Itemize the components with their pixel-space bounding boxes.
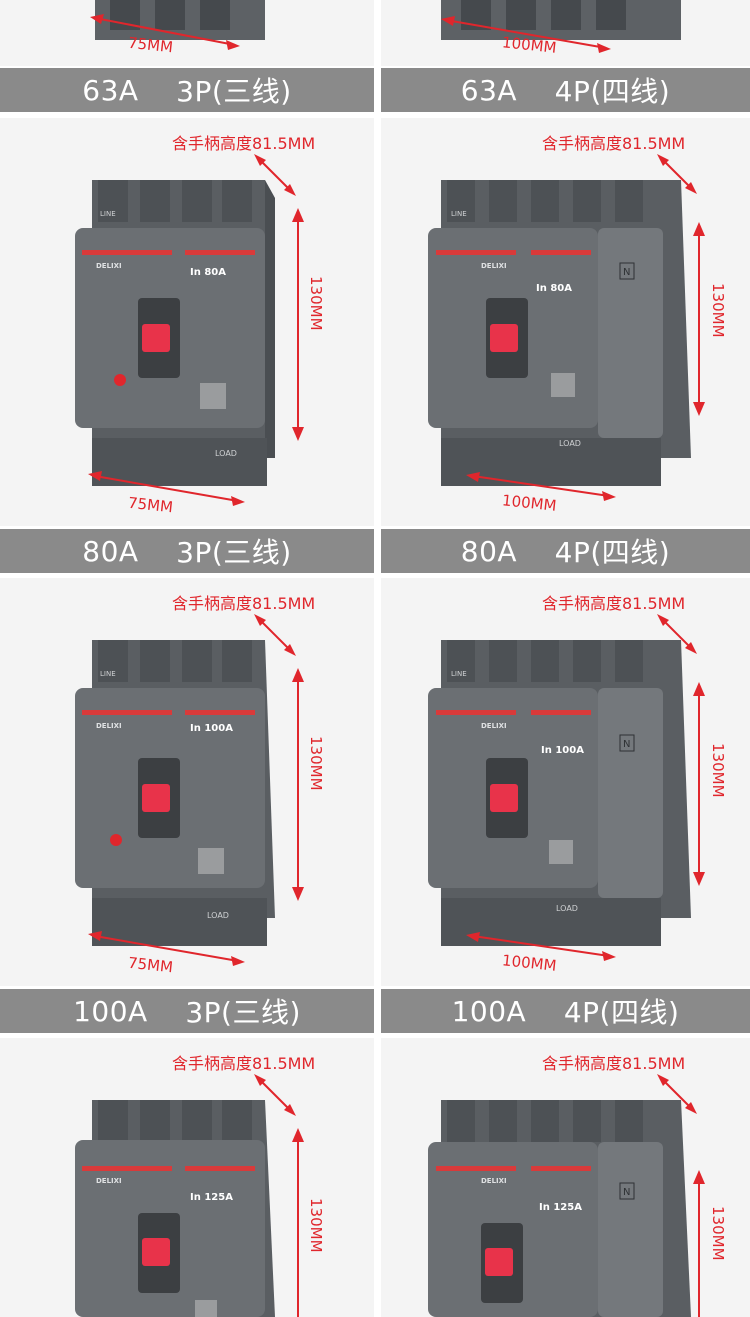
rating-label: 100A [451,994,527,1028]
load-label: LOAD [556,904,578,913]
depth-label: 130MM [709,743,727,798]
face-rating: In 80A [536,283,572,294]
depth-label: 130MM [307,1198,325,1253]
product-cell-80a-4p: N LINE LOAD DELIXI In 80A 含手柄高度81.5MM 13… [381,118,750,526]
face-rating: In 100A [190,723,233,734]
height-with-handle-label: 含手柄高度81.5MM [542,134,686,153]
rating-label: 63A [460,73,518,107]
rating-label: 100A [73,994,148,1028]
brand-label: DELIXI [481,722,507,730]
brand-label: DELIXI [96,262,122,270]
breaker-3p-image: DELIXI In 125A [75,1074,304,1317]
brand-label: DELIXI [481,1177,507,1185]
neutral-pole-icon: N [623,739,630,750]
rating-label: 63A [82,73,139,107]
neutral-pole-icon: N [623,267,630,278]
height-with-handle-label: 含手柄高度81.5MM [172,134,316,153]
breaker-bottom-partial [441,0,681,53]
breaker-4p-image: N LINE LOAD DELIXI In 80A [428,154,705,501]
load-label: LOAD [207,911,229,920]
face-rating: In 80A [190,267,226,278]
face-rating: In 100A [541,745,584,756]
height-with-handle-label: 含手柄高度81.5MM [172,594,316,613]
line-label: LINE [451,210,467,218]
breaker-3p-image: LINE LOAD DELIXI In 100A [75,614,304,966]
depth-label: 130MM [709,283,727,338]
breaker-4p-image: N LINE LOAD DELIXI In 100A [428,614,705,961]
spec-banner-63a-4p: 63A 4P(四线) [381,68,750,112]
face-rating: In 125A [190,1192,233,1203]
spec-banner-63a-3p: 63A 3P(三线) [0,68,374,112]
line-label: LINE [100,210,116,218]
product-cell-100a-3p: LINE LOAD DELIXI In 100A 含手柄高度81.5MM 130… [0,578,374,986]
product-cell-100a-4p: N LINE LOAD DELIXI In 100A 含手柄高度81.5MM 1… [381,578,750,986]
line-label: LINE [100,670,116,678]
height-with-handle-label: 含手柄高度81.5MM [172,1054,316,1073]
poles-label: 3P(三线) [185,996,301,1029]
load-label: LOAD [215,449,237,458]
brand-label: DELIXI [96,722,122,730]
poles-label: 3P(三线) [176,75,292,108]
brand-label: DELIXI [481,262,507,270]
face-rating: In 125A [539,1202,582,1213]
poles-label: 3P(三线) [176,536,292,569]
line-label: LINE [451,670,467,678]
height-with-handle-label: 含手柄高度81.5MM [542,1054,686,1073]
breaker-4p-image: N DELIXI In 125A [428,1074,705,1317]
spec-banner-100a-4p: 100A 4P(四线) [381,989,750,1033]
spec-banner-80a-4p: 80A 4P(四线) [381,529,750,573]
neutral-pole-icon: N [623,1187,630,1198]
height-with-handle-label: 含手柄高度81.5MM [542,594,686,613]
product-cell-125a-3p: DELIXI In 125A 含手柄高度81.5MM 130MM [0,1038,374,1317]
poles-label: 4P(四线) [563,996,680,1029]
product-cell-63a-4p: 100MM [381,0,750,66]
rating-label: 80A [82,534,139,568]
poles-label: 4P(四线) [554,536,671,569]
product-cell-80a-3p: LINE LOAD DELIXI In 80A 含手柄高度81.5MM 130M… [0,118,374,526]
breaker-bottom-partial [90,0,265,50]
product-cell-125a-4p: N DELIXI In 125A 含手柄高度81.5MM 130MM [381,1038,750,1317]
product-cell-63a-3p: 75MM [0,0,374,66]
poles-label: 4P(四线) [554,75,671,108]
brand-label: DELIXI [96,1177,122,1185]
depth-label: 130MM [709,1206,727,1261]
load-label: LOAD [559,439,581,448]
depth-label: 130MM [307,276,325,331]
spec-banner-80a-3p: 80A 3P(三线) [0,529,374,573]
breaker-3p-image: LINE LOAD DELIXI In 80A [75,154,304,506]
spec-banner-100a-3p: 100A 3P(三线) [0,989,374,1033]
rating-label: 80A [460,534,518,568]
depth-label: 130MM [307,736,325,791]
